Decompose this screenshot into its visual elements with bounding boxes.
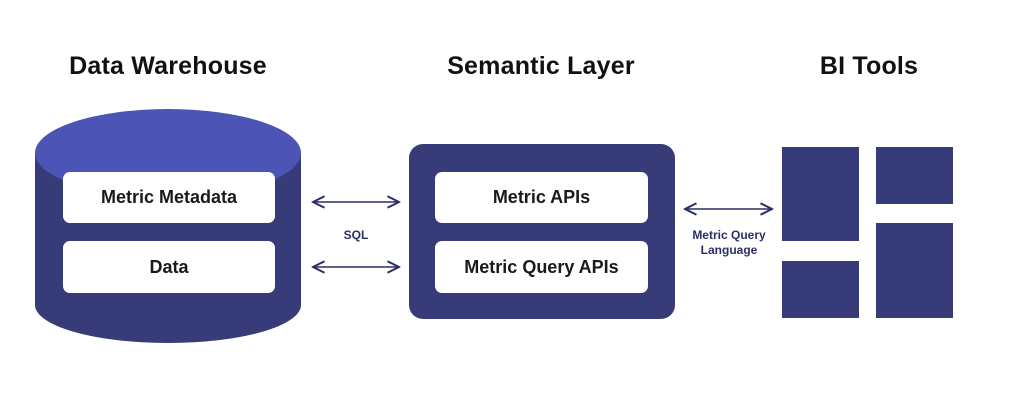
semantic-layer-title: Semantic Layer <box>447 52 635 80</box>
database-cylinder-icon <box>35 109 301 343</box>
sql-label: SQL <box>343 228 369 242</box>
metric-apis-box: Metric APIs <box>435 172 648 223</box>
metric-query-language-label-line1: Metric Query <box>692 228 766 242</box>
bi-tile-bottom-left <box>782 261 859 318</box>
data-warehouse-title: Data Warehouse <box>69 52 267 80</box>
metric-metadata-box: Metric Metadata <box>63 172 275 223</box>
bi-tile-top-left <box>782 147 859 241</box>
metric-query-language-label-line2: Language <box>700 243 758 257</box>
bi-tile-bottom-right <box>876 223 953 318</box>
bi-tile-top-right <box>876 147 953 204</box>
metric-query-apis-box: Metric Query APIs <box>435 241 648 293</box>
data-box: Data <box>63 241 275 293</box>
bi-tools-title: BI Tools <box>819 52 919 80</box>
